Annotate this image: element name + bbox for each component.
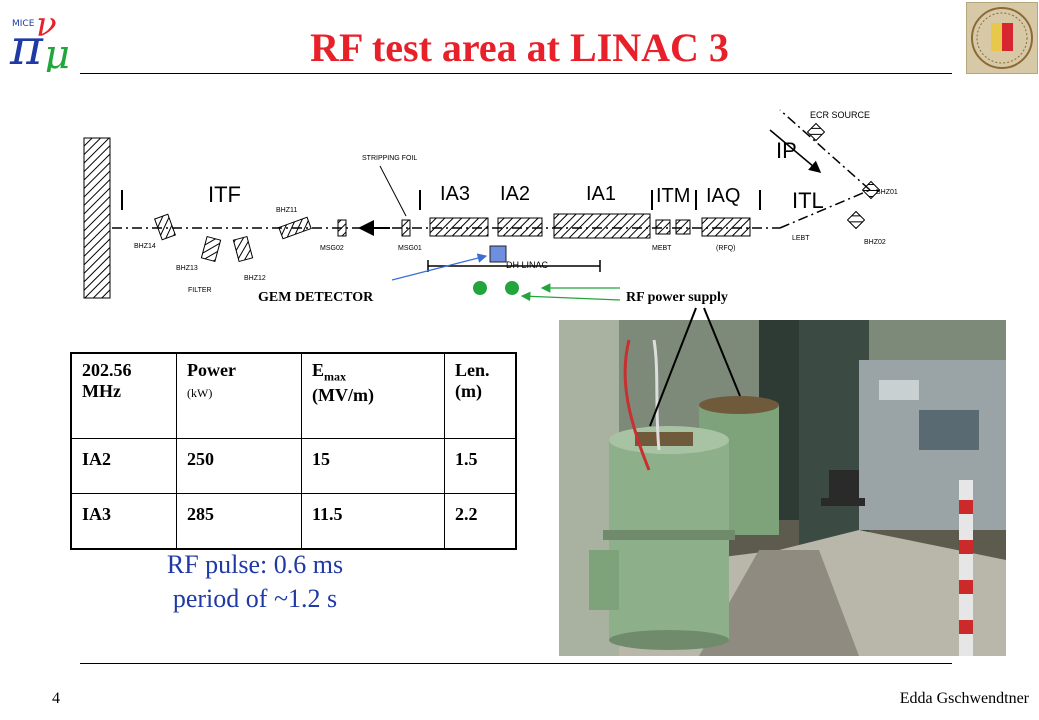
label-ip: IP	[776, 138, 797, 163]
cell-name: IA3	[70, 493, 177, 550]
shield-wall	[83, 137, 111, 299]
seal-emblem-icon	[971, 7, 1033, 69]
photo-pointers	[649, 307, 741, 427]
label-rfq: (RFQ)	[716, 245, 735, 252]
label-stripping-foil: STRIPPING FOIL	[362, 155, 417, 162]
label-ia1: IA1	[586, 183, 616, 205]
rf-cavity-photo	[559, 320, 1006, 656]
label-bhz01: BHZ01	[876, 189, 898, 196]
label-bhz13: BHZ13	[176, 265, 198, 272]
gem-arrow	[391, 253, 488, 281]
label-bhz11: BHZ11	[276, 207, 297, 214]
cell-length: 1.5	[444, 438, 517, 494]
gem-detector-marker	[489, 245, 507, 263]
rf-power-supply-label: RF power supply	[626, 290, 728, 305]
label-itf: ITF	[208, 182, 241, 207]
cell-emax: 15	[301, 438, 445, 494]
table-row: IA3 285 11.5 2.2	[70, 493, 517, 550]
label-itl: ITL	[792, 188, 824, 213]
label-mebt: MEBT	[652, 245, 672, 252]
slide-title: RF test area at LINAC 3	[310, 25, 729, 70]
cell-name: IA2	[70, 438, 177, 494]
svg-text:ν: ν	[36, 6, 57, 45]
cavity-iaq	[701, 217, 751, 237]
cavity-ia2	[497, 217, 543, 237]
rf-period-line: period of ~1.2 s	[172, 584, 338, 613]
label-ia2: IA2	[500, 183, 530, 205]
label-bhz12: BHZ12	[244, 275, 266, 282]
header-power: Power (kW)	[176, 352, 302, 439]
label-bhz14: BHZ14	[134, 243, 156, 250]
cavity-ia1	[553, 213, 651, 239]
label-dh-linac: DH LINAC	[506, 260, 549, 270]
svg-text:MICE: MICE	[12, 19, 35, 29]
rf-pulse-line: RF pulse: 0.6 ms	[166, 550, 344, 579]
label-filter: FILTER	[188, 287, 212, 294]
footer-divider	[80, 663, 952, 664]
label-msg02: MSG02	[320, 245, 344, 252]
label-ecr-source: ECR SOURCE	[810, 110, 870, 120]
label-itm: ITM	[656, 185, 690, 207]
rf-pulse-text: RF pulse: 0.6 ms period of ~1.2 s	[110, 548, 400, 616]
table-header-row: 202.56 MHz Power (kW) Emax (MV/m) Len. (…	[70, 352, 517, 439]
cavity-ia3	[429, 217, 489, 237]
page-number: 4	[52, 690, 60, 707]
label-lebt: LEBT	[792, 235, 810, 242]
university-seal	[966, 2, 1038, 74]
linac3-beamline-diagram: ECR SOURCE IP ITL IAQ ITM IA1 IA2 IA3 IT…	[83, 109, 898, 302]
header-emax: Emax (MV/m)	[301, 352, 445, 439]
rf-parameters-table: 202.56 MHz Power (kW) Emax (MV/m) Len. (…	[70, 352, 517, 550]
mice-logo: π ν μ MICE	[9, 6, 70, 72]
table-row: IA2 250 15 1.5	[70, 438, 517, 494]
rf-supply-dot-2	[505, 281, 519, 295]
label-ia3: IA3	[440, 183, 470, 205]
cell-emax: 11.5	[301, 493, 445, 550]
label-msg01: MSG01	[398, 245, 422, 252]
rf-arrow-2	[520, 291, 621, 302]
cell-length: 2.2	[444, 493, 517, 550]
rf-supply-dot-1	[473, 281, 487, 295]
svg-text:μ: μ	[44, 32, 70, 72]
title-divider	[80, 73, 952, 74]
cell-power: 285	[176, 493, 302, 550]
gem-detector-label: GEM DETECTOR	[258, 290, 374, 305]
label-bhz02: BHZ02	[864, 239, 886, 246]
cell-power: 250	[176, 438, 302, 494]
header-length: Len. (m)	[444, 352, 517, 439]
author: Edda Gschwendtner	[899, 690, 1029, 707]
header-frequency: 202.56 MHz	[70, 352, 177, 439]
label-iaq: IAQ	[706, 185, 740, 207]
svg-text:π: π	[9, 18, 44, 72]
